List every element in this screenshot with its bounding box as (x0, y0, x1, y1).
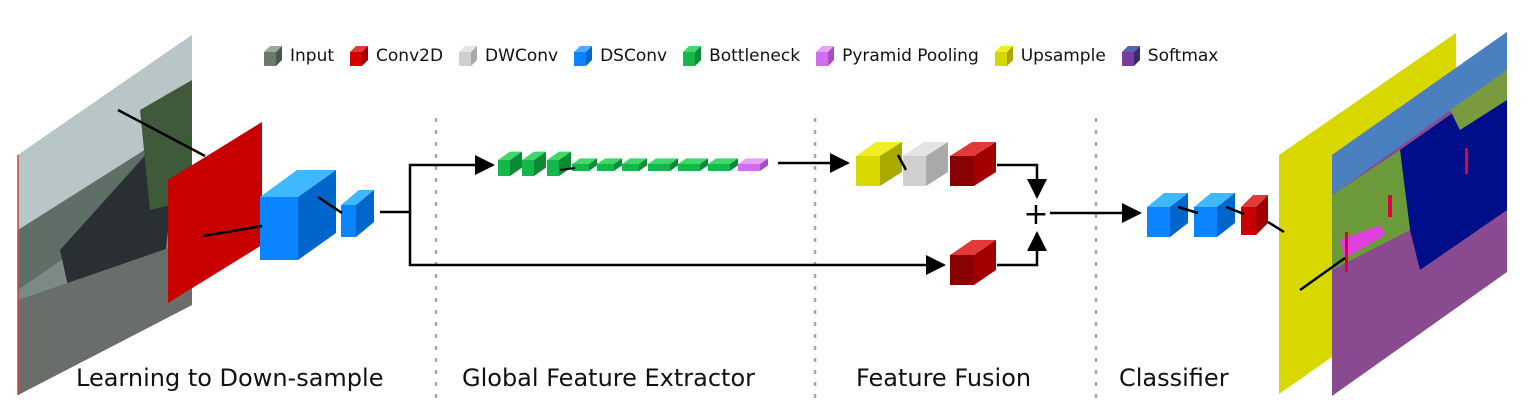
dsconv-layer-1 (260, 170, 336, 260)
dsconv-cube-icon (574, 46, 593, 66)
dsconv-layer-4 (1194, 193, 1235, 237)
conv2d-layer-3 (950, 240, 996, 285)
dsconv-layer-3 (1147, 193, 1188, 237)
bottleneck-block-2 (522, 151, 546, 176)
bottleneck-block-7 (648, 158, 678, 171)
bottleneck-block-4 (572, 158, 597, 171)
legend-label-input: Input (290, 46, 335, 66)
bottleneck-block-3 (547, 151, 571, 176)
legend-item-conv2d: Conv2D (348, 44, 443, 68)
pyramid-pooling-block (738, 158, 768, 171)
bottleneck-block-6 (622, 158, 647, 171)
conv2d-layer-2 (950, 142, 996, 186)
legend-item-softmax: Softmax (1120, 44, 1219, 68)
section-label-classifier: Classifier (1119, 364, 1229, 392)
legend-item-bottleneck: Bottleneck (681, 44, 800, 68)
legend: Input Conv2D DWConv DSConv Bottleneck Pyramid… (262, 40, 1218, 72)
segmentation-output (1332, 32, 1507, 396)
input-image (17, 35, 192, 395)
upsample-layer-1 (856, 142, 902, 186)
legend-label-upsample: Upsample (1020, 46, 1106, 66)
dsconv-layer-2 (341, 190, 374, 237)
legend-label-softmax: Softmax (1147, 46, 1219, 66)
legend-item-upsample: Upsample (993, 44, 1106, 68)
input-cube-icon (264, 46, 282, 66)
conv2d-layer-4 (1241, 195, 1268, 235)
bottleneck-block-8 (678, 158, 708, 171)
legend-label-conv2d: Conv2D (376, 46, 444, 66)
legend-label-dsconv: DSConv (600, 46, 668, 66)
legend-label-pyramid: Pyramid Pooling (842, 46, 979, 66)
upsample-cube-icon (994, 46, 1013, 66)
bottleneck-chain (498, 151, 768, 176)
dwconv-layer-1 (903, 142, 948, 186)
bottleneck-cube-icon (683, 46, 702, 66)
conv2d-layer-1 (168, 122, 262, 303)
pyramid-cube-icon (816, 46, 835, 66)
legend-item-input: Input (262, 44, 334, 68)
section-label-feature-fusion: Feature Fusion (856, 364, 1032, 392)
legend-label-bottleneck: Bottleneck (709, 46, 801, 66)
dwconv-cube-icon (459, 46, 478, 66)
legend-label-dwconv: DWConv (485, 46, 559, 66)
softmax-cube-icon (1121, 46, 1140, 66)
legend-item-pyramid: Pyramid Pooling (814, 44, 979, 68)
legend-item-dsconv: DSConv (572, 44, 667, 68)
legend-item-dwconv: DWConv (457, 44, 558, 68)
bottleneck-block-9 (708, 158, 738, 171)
bottleneck-block-1 (498, 151, 522, 176)
fusion-plus-symbol: + (1023, 197, 1048, 232)
section-label-downsample: Learning to Down-sample (76, 364, 384, 392)
bottleneck-block-5 (597, 158, 622, 171)
conv2d-cube-icon (350, 46, 369, 66)
section-label-global-feature-extractor: Global Feature Extractor (462, 364, 756, 392)
